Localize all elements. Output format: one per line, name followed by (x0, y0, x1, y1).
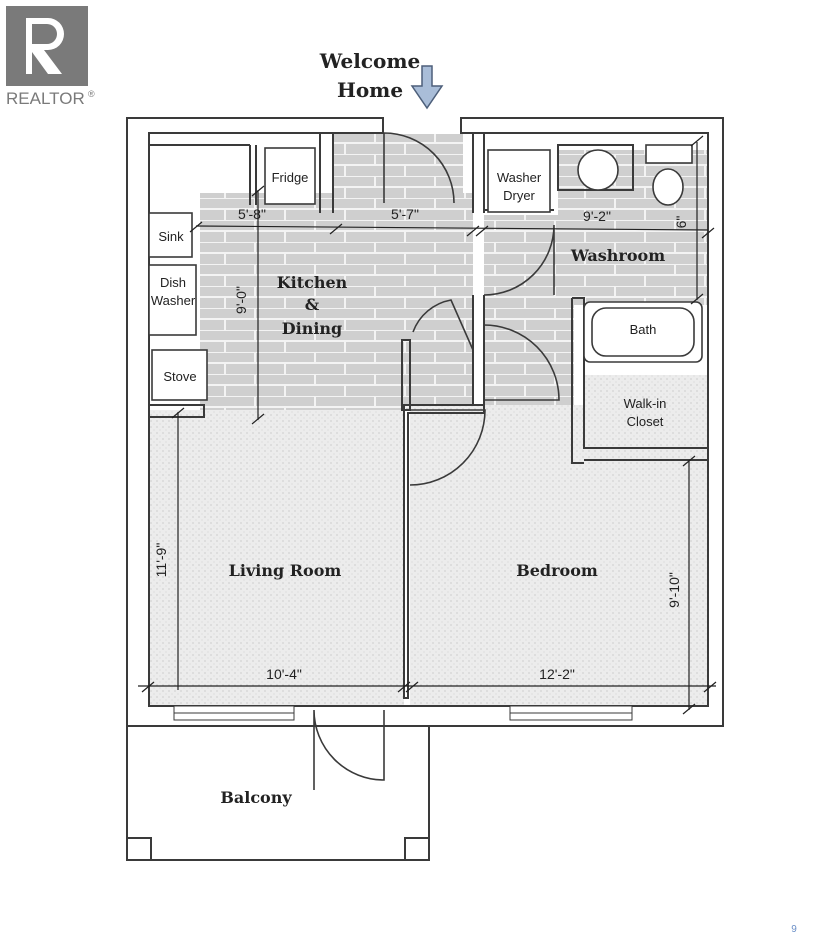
kitchen-label-line1: Kitchen (277, 273, 348, 292)
walls (126, 116, 724, 727)
balcony (126, 726, 430, 861)
sink-label: Sink (158, 229, 184, 244)
kitchen-label-line3: Dining (282, 319, 342, 338)
sink-bowl (577, 149, 619, 191)
dishwasher-label-line2: Washer (151, 293, 196, 308)
carpet-floor (150, 375, 708, 706)
closet-door (412, 299, 474, 351)
fridge-box (264, 147, 316, 205)
washer-box (487, 149, 551, 213)
bath-tub (591, 307, 695, 357)
bath-door (483, 324, 560, 401)
closet-label-line1: Walk-in (624, 396, 667, 411)
living-width-label: 10'-4" (266, 666, 302, 682)
washroom-depth-label: 6" (673, 216, 689, 229)
entry-door (383, 132, 455, 204)
sink-box (148, 212, 193, 258)
washroom-label: Washroom (570, 246, 665, 265)
washer-label-line1: Washer (497, 170, 542, 185)
dimension-lines (138, 135, 717, 715)
balcony-label: Balcony (220, 788, 292, 807)
bedroom-width-label: 12'-2" (539, 666, 575, 682)
bedroom-door (409, 409, 486, 486)
toilet-tank (645, 144, 693, 164)
corner-mark: 9 (791, 924, 797, 935)
fixtures (148, 144, 703, 401)
down-arrow-icon (410, 65, 444, 110)
bedroom-depth-label: 9'-10" (666, 572, 682, 608)
realtor-logo[interactable]: REALTOR ® (6, 6, 95, 108)
living-depth-label: 11'-9" (153, 543, 169, 578)
kitchen-label-line2: & (305, 295, 320, 314)
logo-r-mark (26, 18, 64, 74)
dishwasher-box (148, 264, 197, 336)
washer-label-line2: Dryer (503, 188, 535, 203)
closet-label-line2: Closet (627, 414, 664, 429)
doors (313, 132, 560, 790)
washroom-door (483, 224, 555, 296)
washroom-width-label: 9'-2" (583, 208, 611, 224)
stove-label: Stove (163, 369, 196, 384)
stove-box (151, 349, 208, 401)
bedroom-label: Bedroom (516, 561, 598, 580)
hall-width-label: 5'-7" (391, 206, 419, 222)
logo-text: REALTOR (6, 89, 85, 108)
welcome-text-line2: Home (337, 78, 403, 102)
fridge-label: Fridge (272, 170, 309, 185)
welcome-text-line1: Welcome (319, 49, 421, 73)
balcony-door (313, 709, 385, 790)
dishwasher-label-line1: Dish (160, 275, 186, 290)
living-room-label: Living Room (229, 561, 342, 580)
windows (173, 705, 633, 721)
bath-label: Bath (630, 322, 657, 337)
toilet-bowl (652, 168, 684, 206)
logo-registered: ® (88, 89, 95, 99)
kitchen-depth-label: 9'-0" (233, 286, 249, 314)
kitchen-width-label: 5'-8" (238, 206, 266, 222)
